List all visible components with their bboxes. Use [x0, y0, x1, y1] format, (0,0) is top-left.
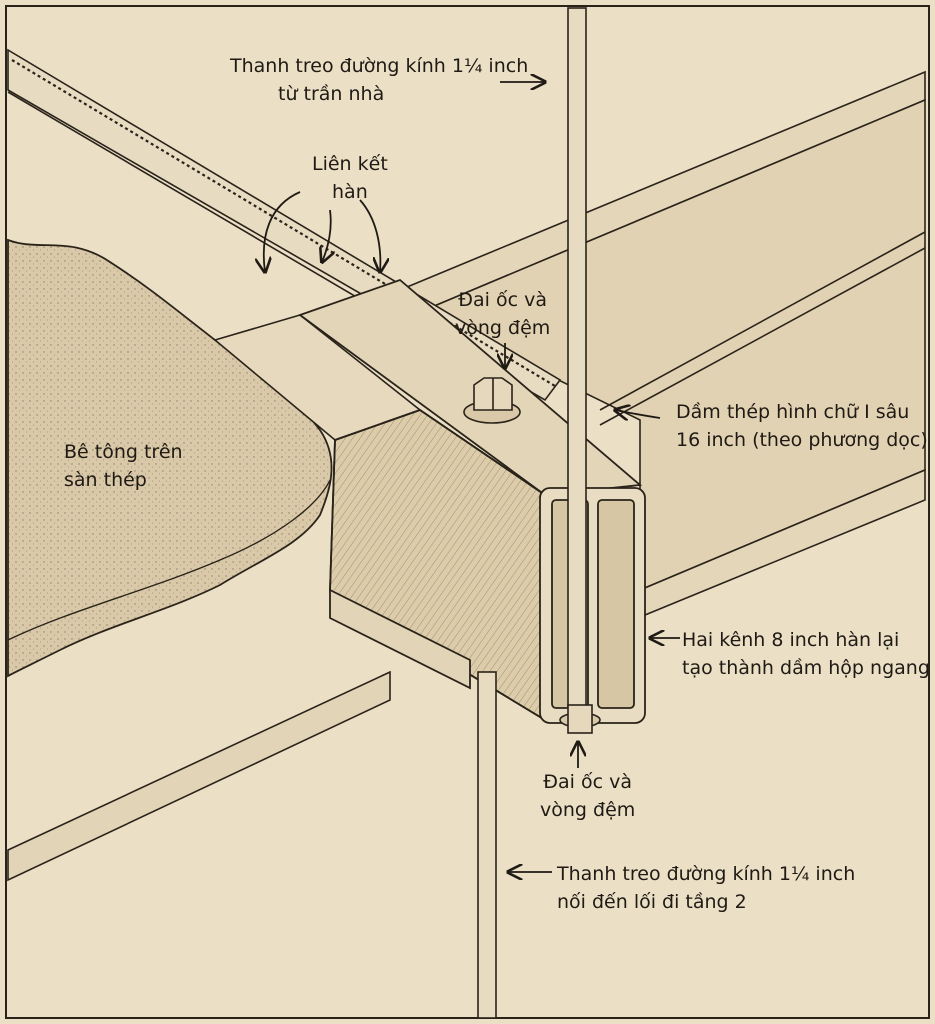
- upper-hanger-rod: [567, 7, 587, 709]
- steel-deck: [7, 314, 422, 882]
- box-beam: [298, 278, 646, 724]
- label-upper-hanger-rod-line1: Thanh treo đường kính 1¼ inch: [230, 55, 529, 77]
- label-concrete: Bê tông trên sàn thép: [64, 438, 183, 494]
- label-bottom-nut-washer-line1: Đai ốc và: [543, 771, 632, 793]
- label-i-beam: Dầm thép hình chữ I sâu 16 inch (theo ph…: [676, 398, 928, 454]
- i-beam: [393, 70, 926, 617]
- arrow-weld-2: [322, 209, 331, 262]
- arrow-i-beam: [615, 410, 661, 418]
- arrow-weld-3: [359, 199, 380, 272]
- label-top-nut-washer-line1: Đai ốc và: [458, 289, 547, 311]
- label-top-nut-washer: Đai ốc và vòng đệm: [455, 286, 550, 342]
- label-lower-hanger-rod: Thanh treo đường kính 1¼ inch nối đến lố…: [557, 860, 855, 916]
- label-concrete-line2: sàn thép: [64, 469, 147, 491]
- concrete-slab: [7, 238, 333, 678]
- label-bottom-nut-washer: Đai ốc và vòng đệm: [540, 768, 635, 824]
- label-box-beam-line1: Hai kênh 8 inch hàn lại: [682, 629, 900, 651]
- label-lower-hanger-rod-line2: nối đến lối đi tầng 2: [557, 891, 747, 913]
- label-upper-hanger-rod-line2: từ trần nhà: [278, 83, 385, 105]
- label-weld-line2: hàn: [332, 181, 368, 203]
- drawing-frame: [5, 5, 930, 1019]
- label-box-beam: Hai kênh 8 inch hàn lại tạo thành dầm hộ…: [682, 626, 930, 682]
- leader-arrows: [264, 82, 680, 872]
- bottom-nut-washer: [559, 704, 601, 734]
- label-lower-hanger-rod-line1: Thanh treo đường kính 1¼ inch: [557, 863, 856, 885]
- label-box-beam-line2: tạo thành dầm hộp ngang: [682, 657, 930, 679]
- label-bottom-nut-washer-line2: vòng đệm: [540, 799, 636, 821]
- arrow-weld-1: [264, 191, 301, 272]
- label-i-beam-line1: Dầm thép hình chữ I sâu: [676, 401, 910, 423]
- lower-hanger-rod: [477, 671, 497, 1019]
- top-nut-washer: [463, 377, 521, 424]
- weld-bead: [11, 59, 556, 387]
- label-i-beam-line2: 16 inch (theo phương dọc): [676, 429, 928, 451]
- label-weld-line1: Liên kết: [312, 153, 388, 175]
- label-top-nut-washer-line2: vòng đệm: [455, 317, 551, 339]
- label-concrete-line1: Bê tông trên: [64, 441, 183, 463]
- box-beam-top: [298, 278, 643, 496]
- label-weld: Liên kết hàn: [312, 150, 388, 206]
- label-upper-hanger-rod: Thanh treo đường kính 1¼ inch từ trần nh…: [230, 52, 528, 108]
